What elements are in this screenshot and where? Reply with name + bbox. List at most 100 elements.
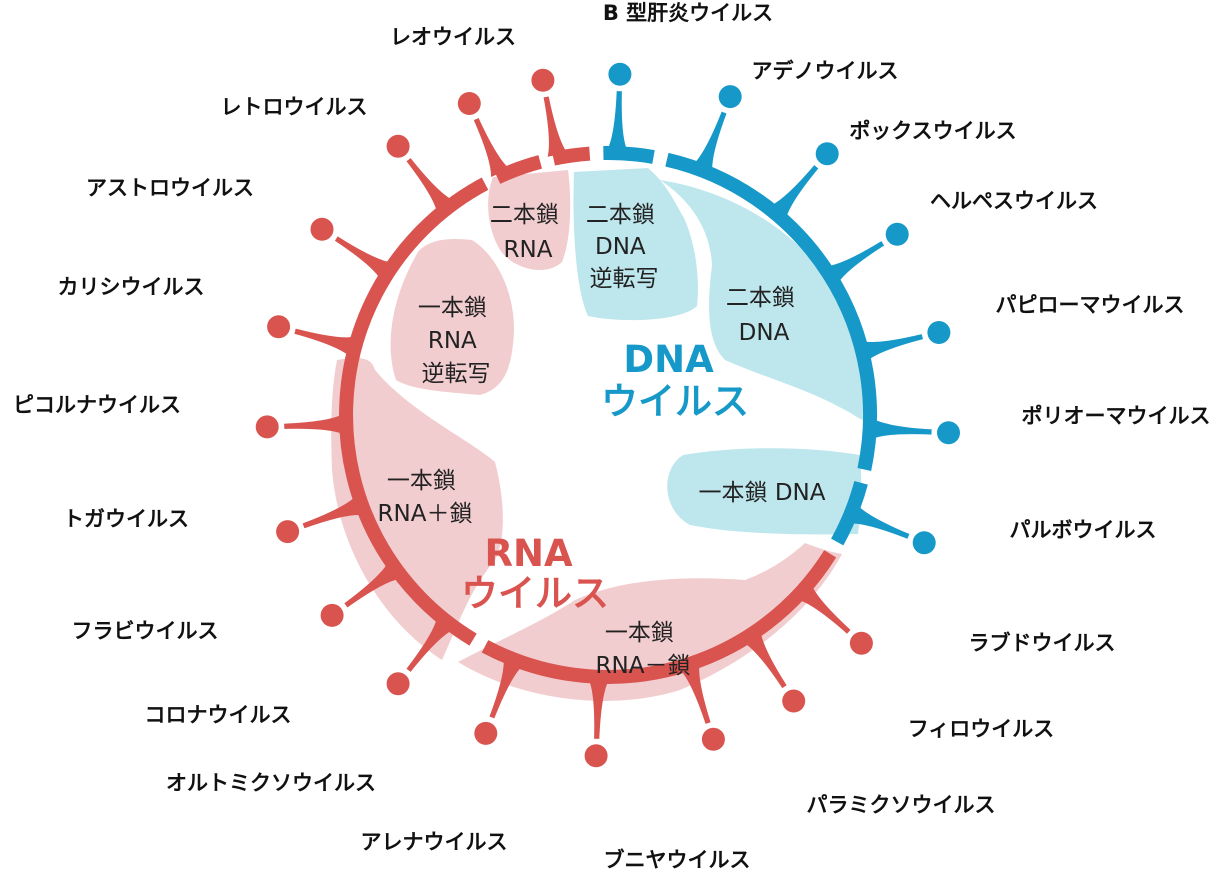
spike-rhabdo	[798, 584, 873, 655]
virus-label-papilloma: パピローマウイルス	[996, 293, 1185, 317]
spike-layer	[255, 62, 960, 768]
ring-arc-rna-minus	[481, 550, 837, 684]
spike-stem-parvo	[850, 505, 910, 539]
virus-label-picorna: ピコルナウイルス	[13, 393, 181, 417]
virus-label-astro: アストロウイルス	[86, 176, 254, 200]
virus-label-orthomyxo: オルトミクソウイルス	[166, 771, 376, 795]
spike-stem-retro	[473, 118, 510, 177]
spike-stem-adeno	[693, 111, 727, 172]
spike-head-corona	[320, 603, 344, 627]
region-label-ds-dna-rt: 二本鎖 DNA 逆転写	[586, 202, 662, 292]
virus-label-pox: ポックスウイルス	[849, 119, 1016, 143]
virus-label-reo: レオウイルス	[390, 25, 516, 49]
spike-stem-arena	[489, 658, 523, 719]
spike-toga	[255, 414, 344, 439]
spike-head-hepatitis-b	[608, 62, 632, 86]
virus-label-corona: コロナウイルス	[145, 703, 292, 727]
spike-head-reo	[531, 68, 555, 92]
virus-label-filo: フィロウイルス	[908, 717, 1055, 741]
spike-head-picorna	[267, 315, 291, 339]
region-label-ss-rna-plus: 一本鎖 RNA＋鎖	[378, 468, 473, 527]
spike-arena	[474, 658, 523, 745]
spike-papilloma	[862, 321, 951, 361]
spike-head-flavi	[276, 520, 300, 544]
ring-arc-rna-reo	[552, 146, 591, 166]
region-label-ds-dna: 二本鎖 DNA	[726, 285, 802, 346]
spike-head-papilloma	[927, 321, 951, 344]
spike-stem-bunya	[588, 679, 609, 739]
spike-polyoma	[872, 418, 960, 445]
capsid-ring	[339, 145, 878, 684]
virus-label-retro: レトロウイルス	[221, 95, 368, 119]
spike-head-toga	[255, 415, 279, 439]
spike-head-bunya	[584, 744, 608, 768]
spike-stem-herpes	[827, 241, 885, 284]
spike-head-calici	[310, 217, 334, 241]
spike-herpes	[827, 222, 909, 284]
region-label-ss-dna: 一本鎖 DNA	[699, 480, 826, 506]
spike-reo	[531, 68, 568, 157]
virus-label-adeno: アデノウイルス	[752, 59, 899, 83]
region-labels: 二本鎖 RNA 二本鎖 DNA 逆転写 二本鎖 DNA 一本鎖 RNA 逆転写 …	[378, 202, 826, 679]
region-bg-ds-dna	[660, 180, 868, 420]
spike-stem-astro	[406, 158, 453, 213]
spike-head-arena	[474, 721, 498, 745]
spike-bunya	[584, 679, 609, 768]
region-bg-ss-rna-rt	[390, 239, 515, 395]
spike-head-retro	[457, 92, 481, 115]
region-bg-ds-rna	[488, 170, 571, 271]
virus-label-polyoma: ポリオーマウイルス	[1022, 404, 1211, 428]
ring-arc-rna-retro	[494, 155, 543, 184]
spike-stem-orthomyxo	[406, 617, 453, 672]
spike-astro	[386, 134, 453, 213]
spike-head-paramyxo	[701, 727, 725, 751]
virus-label-rhabdo: ラブドウイルス	[969, 631, 1116, 655]
ring-arc-dna-main	[665, 152, 878, 471]
spike-picorna	[267, 315, 355, 357]
ring-arc-dna-parvo	[831, 480, 868, 546]
spike-head-parvo	[912, 531, 936, 555]
spike-head-herpes	[885, 222, 909, 246]
spike-pox	[770, 142, 839, 219]
spike-orthomyxo	[386, 617, 453, 696]
spike-head-filo	[782, 689, 806, 713]
virus-label-flavi: フラビウイルス	[72, 619, 219, 643]
ring-arc-rna-plus	[339, 177, 489, 646]
region-label-ss-rna-rt: 一本鎖 RNA 逆転写	[418, 295, 494, 387]
rna-virus-title: RNA ウイルス	[461, 532, 609, 615]
spike-filo	[743, 631, 806, 713]
spike-stem-picorna	[294, 328, 355, 357]
spike-calici	[310, 217, 392, 280]
spike-stem-pox	[770, 165, 819, 219]
spike-stem-filo	[743, 631, 787, 689]
virus-labels: B 型肝炎ウイルス アデノウイルス ポックスウイルス ヘルペスウイルス パピロー…	[13, 1, 1211, 871]
spike-stem-rhabdo	[798, 584, 851, 634]
virus-label-calici: カリシウイルス	[58, 275, 205, 299]
spike-flavi	[276, 496, 363, 544]
spike-adeno	[693, 85, 742, 172]
region-bg-ss-rna-minus	[458, 543, 842, 701]
virus-label-toga: トガウイルス	[63, 507, 189, 531]
virus-label-bunya: ブニヤウイルス	[604, 848, 751, 871]
spike-parvo	[850, 505, 936, 555]
spike-stem-flavi	[302, 496, 363, 529]
spike-stem-polyoma	[872, 418, 932, 439]
spike-hepatitis-b	[607, 62, 632, 151]
spike-stem-toga	[284, 414, 344, 435]
virus-label-paramyxo: パラミクソウイルス	[807, 793, 996, 817]
region-bg-ss-dna	[667, 448, 862, 535]
region-bg-ds-dna-rt	[573, 168, 698, 321]
ring-arc-dna-hbv	[603, 145, 655, 164]
virus-label-herpes: ヘルペスウイルス	[930, 189, 1098, 213]
spike-head-rhabdo	[849, 631, 873, 655]
spike-head-orthomyxo	[386, 672, 410, 696]
dna-virus-title: DNA ウイルス	[601, 338, 749, 423]
spike-head-pox	[815, 142, 839, 166]
spike-head-polyoma	[937, 421, 960, 445]
region-label-ss-rna-minus: 一本鎖 RNA－鎖	[596, 620, 691, 679]
virus-label-hepatitis-b: B 型肝炎ウイルス	[603, 1, 773, 25]
spike-stem-reo	[543, 96, 568, 157]
spike-stem-hepatitis-b	[607, 91, 628, 151]
spike-stem-papilloma	[862, 334, 923, 361]
virus-label-arena: アレナウイルス	[361, 830, 508, 854]
